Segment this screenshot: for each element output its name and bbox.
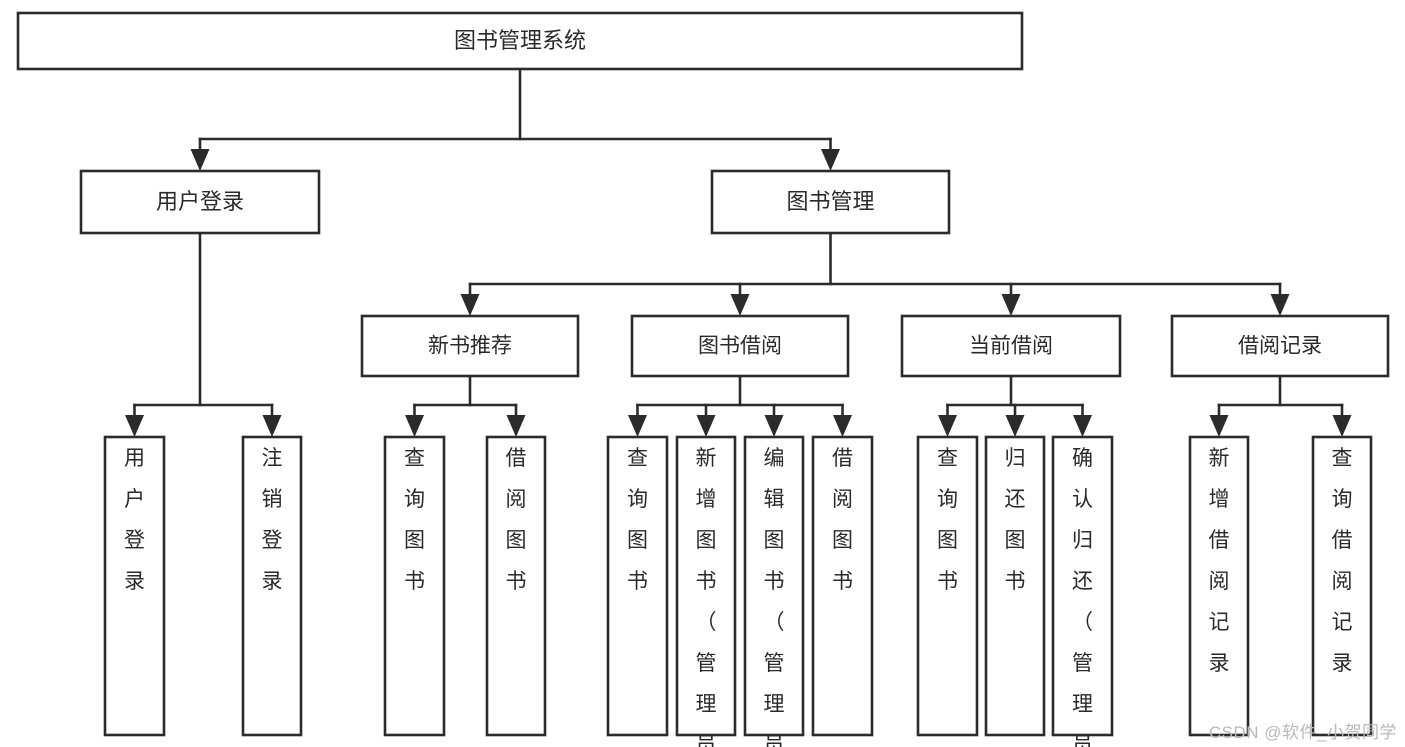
node-label: 图书管理系统: [454, 28, 586, 53]
node-label: 查询图书: [627, 447, 648, 593]
arrow-head-icon: [821, 149, 840, 171]
node-root[interactable]: 图书管理系统: [16, 11, 1024, 71]
node-label: 查询图书: [404, 447, 425, 593]
node-leaf-query-record[interactable]: 查询借阅记录: [1311, 435, 1373, 737]
node-label: 查询图书: [937, 447, 958, 593]
node-leaf-user-logout[interactable]: 注销登录: [241, 435, 303, 737]
arrow-head-icon: [938, 415, 957, 437]
node-box: [710, 169, 951, 235]
node-leaf-borrow-book-1[interactable]: 借阅图书: [485, 435, 547, 737]
arrow-head-icon: [833, 415, 852, 437]
connectors-layer: [125, 67, 1352, 437]
node-leaf-add-book[interactable]: 新增图书（管理员）: [675, 435, 737, 747]
node-leaf-edit-book[interactable]: 编辑图书（管理员）: [743, 435, 805, 747]
node-leaf-query-book-1[interactable]: 查询图书: [383, 435, 446, 737]
node-box: [241, 435, 303, 737]
node-box: [675, 435, 737, 737]
node-label: 借阅记录: [1238, 335, 1322, 358]
arrow-head-icon: [506, 415, 526, 437]
arrow-head-icon: [628, 415, 647, 437]
node-box: [485, 435, 547, 737]
node-label: 注销登录: [262, 447, 283, 593]
node-box: [916, 435, 979, 737]
node-label: 新增借阅记录: [1209, 447, 1230, 675]
arrow-head-icon: [125, 415, 144, 437]
node-leaf-query-book-3[interactable]: 查询图书: [916, 435, 979, 737]
node-box: [103, 435, 166, 737]
node-label: 查询借阅记录: [1332, 447, 1353, 675]
node-leaf-confirm-return[interactable]: 确认归还（管理员）: [1051, 435, 1114, 747]
node-book-manage[interactable]: 图书管理: [710, 169, 951, 235]
node-label: 图书管理: [786, 189, 874, 214]
node-box: [360, 314, 580, 378]
node-label: 借阅图书: [832, 447, 853, 593]
node-label: 用户登录: [124, 447, 145, 593]
arrow-head-icon: [764, 415, 784, 437]
node-label: 借阅图书: [506, 447, 527, 593]
node-box: [811, 435, 874, 737]
watermark-label: CSDN @软件_小贺同学: [1208, 723, 1397, 742]
node-leaf-borrow-book-2[interactable]: 借阅图书: [811, 435, 874, 737]
node-label: 当前借阅: [969, 335, 1053, 358]
arrow-head-icon: [405, 415, 424, 437]
arrow-head-icon: [1270, 294, 1290, 316]
node-box: [1170, 314, 1390, 378]
node-new-book-rec[interactable]: 新书推荐: [360, 314, 580, 378]
nodes-layer: 图书管理系统用户登录图书管理新书推荐图书借阅当前借阅借阅记录用户登录注销登录查询…: [16, 11, 1390, 747]
node-book-borrow[interactable]: 图书借阅: [630, 314, 850, 378]
node-user-login[interactable]: 用户登录: [79, 169, 321, 235]
node-leaf-user-login[interactable]: 用户登录: [103, 435, 166, 737]
arrow-head-icon: [1073, 415, 1092, 437]
arrow-head-icon: [1332, 415, 1352, 437]
node-label: 编辑图书（管理员）: [764, 447, 785, 747]
node-box: [606, 435, 669, 737]
arrow-head-icon: [696, 415, 716, 437]
node-leaf-return-book[interactable]: 归还图书: [984, 435, 1046, 737]
node-box: [984, 435, 1046, 737]
arrow-head-icon: [1001, 294, 1021, 316]
node-box: [1311, 435, 1373, 737]
node-leaf-query-book-2[interactable]: 查询图书: [606, 435, 669, 737]
node-box: [900, 314, 1122, 378]
node-label: 确认归还（管理员）: [1072, 447, 1093, 747]
arrow-head-icon: [730, 294, 750, 316]
node-label: 新增图书（管理员）: [696, 447, 717, 747]
arrow-head-icon: [190, 149, 210, 171]
node-box: [383, 435, 446, 737]
node-leaf-add-record[interactable]: 新增借阅记录: [1188, 435, 1250, 737]
node-label: 图书借阅: [698, 335, 782, 358]
arrow-head-icon: [262, 415, 282, 437]
arrow-head-icon: [1209, 415, 1229, 437]
arrow-head-icon: [1005, 415, 1025, 437]
node-box: [630, 314, 850, 378]
node-box: [79, 169, 321, 235]
node-box: [1051, 435, 1114, 737]
arrow-head-icon: [460, 294, 480, 316]
node-box: [16, 11, 1024, 71]
node-borrow-record[interactable]: 借阅记录: [1170, 314, 1390, 378]
node-box: [743, 435, 805, 737]
node-label: 新书推荐: [428, 335, 512, 358]
node-label: 归还图书: [1005, 447, 1026, 593]
node-box: [1188, 435, 1250, 737]
node-label: 用户登录: [156, 189, 244, 214]
node-current-borrow[interactable]: 当前借阅: [900, 314, 1122, 378]
